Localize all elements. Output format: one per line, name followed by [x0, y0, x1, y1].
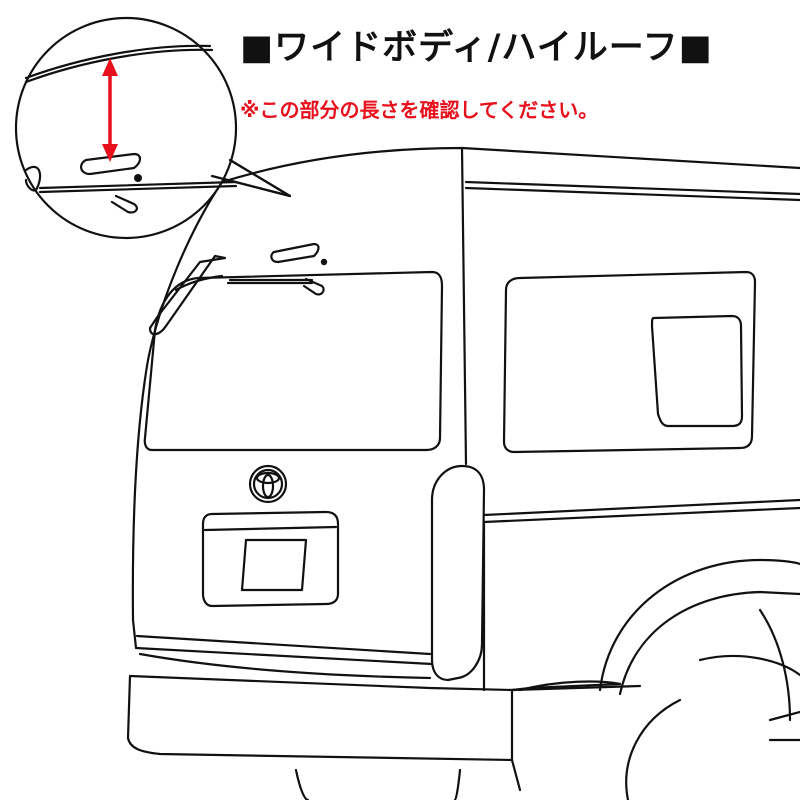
rear-window: [143, 270, 444, 452]
high-mount-stop-lamp-detail: [80, 152, 142, 176]
high-mount-stop-lamp: [270, 242, 320, 264]
license-plate: [240, 538, 308, 592]
side-window-vent: [650, 314, 744, 428]
instruction-note: ※この部分の長さを確認してください。: [240, 98, 599, 122]
van-body: [131, 146, 800, 622]
page-title: ■ワイドボディ/ハイルーフ■: [240, 28, 713, 68]
license-plate-lamp: [203, 525, 338, 532]
emblem: [248, 464, 288, 504]
washer-nozzle: [320, 258, 328, 266]
license-plate-recess: [201, 510, 340, 608]
tail-lamp: [430, 464, 486, 682]
rear-wiper: [148, 254, 325, 336]
rear-wheel: [294, 558, 800, 800]
lower-body: [126, 520, 642, 792]
detail-callout: [14, 16, 292, 240]
side-window: [502, 270, 757, 454]
measurement-arrow: [102, 58, 118, 162]
